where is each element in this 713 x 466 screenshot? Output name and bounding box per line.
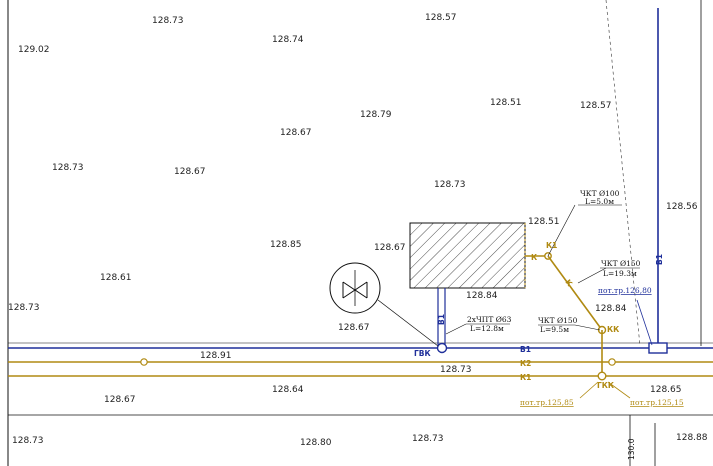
- bot2-leader: [579, 381, 599, 399]
- elevation-marks: 128.73 128.57 129.02 128.74 128.51 128.5…: [8, 13, 708, 448]
- k1-well-label: К1: [546, 241, 557, 250]
- b1-vertical-label: В1: [655, 254, 664, 265]
- pipe1-length: L=5.0м: [585, 197, 614, 206]
- bot1-leader: [636, 299, 653, 346]
- sewer-pipe-label: К: [563, 278, 574, 289]
- k-label: К: [531, 253, 538, 262]
- k2-line-label: К2: [520, 359, 531, 368]
- pipe3-title: ЧКТ Ø150: [538, 316, 578, 325]
- k2-well-left: [140, 358, 148, 366]
- elevation-mark: 128.74: [272, 35, 304, 45]
- pipe3-leader: [574, 324, 601, 331]
- pipe4-title: 2хЧПТ Ø63: [467, 315, 512, 324]
- elevation-mark: 128.67: [104, 395, 136, 405]
- elevation-mark: 128.88: [676, 433, 708, 443]
- property-line-dashed: [605, 0, 641, 347]
- pipe3-length: L=9.5м: [540, 325, 569, 334]
- pipe-bottom-elevation-3: пот.тр.125,15: [630, 398, 684, 407]
- elevation-mark: 128.73: [8, 303, 40, 313]
- gvk-well: [436, 342, 448, 354]
- elevation-mark: 129.02: [18, 45, 50, 55]
- elevation-mark: 128.73: [440, 365, 472, 375]
- pipe4-leader: [445, 323, 467, 335]
- elevation-mark: 128.79: [360, 110, 392, 120]
- pipe2-length: L=19.3м: [603, 269, 637, 278]
- elevation-mark: 128.57: [580, 101, 612, 111]
- elevation-mark: 128.65: [650, 385, 682, 395]
- bot3-leader: [607, 381, 631, 399]
- elevation-mark: 128.57: [425, 13, 457, 23]
- kk-label: КК: [607, 325, 620, 334]
- axis-mark: 130.0: [627, 438, 636, 460]
- water-meter-box: [648, 342, 668, 354]
- elevation-mark: 128.80: [300, 438, 332, 448]
- elevation-mark: 128.67: [174, 167, 206, 177]
- elevation-mark: 128.73: [412, 434, 444, 444]
- elevation-mark: 128.73: [52, 163, 84, 173]
- b1-line-label: В1: [520, 345, 531, 354]
- b1-pipe-label: В1: [437, 314, 446, 325]
- elevation-mark: 128.73: [12, 436, 44, 446]
- elevation-mark: 128.84: [466, 291, 498, 301]
- sewer-service-pipe: [547, 255, 603, 331]
- pipe2-leader: [577, 267, 607, 284]
- gkk-well: [597, 371, 607, 381]
- gkk-label: ГКК: [597, 381, 615, 390]
- valve-leader: [377, 299, 439, 347]
- elevation-mark: 128.64: [272, 385, 304, 395]
- pipe2-title: ЧКТ Ø150: [601, 259, 641, 268]
- elevation-mark: 128.61: [100, 273, 132, 283]
- elevation-mark: 128.73: [152, 16, 184, 26]
- elevation-mark: 128.51: [490, 98, 522, 108]
- gvk-label: ГВК: [414, 349, 431, 358]
- elevation-mark: 128.91: [200, 351, 232, 361]
- building-hatched: [409, 222, 526, 289]
- elevation-mark: 128.67: [338, 323, 370, 333]
- elevation-mark: 128.67: [280, 128, 312, 138]
- elevation-mark: 128.56: [666, 202, 698, 212]
- pipe1-leader: [547, 204, 576, 257]
- elevation-mark: 128.73: [434, 180, 466, 190]
- pipe1-title: ЧКТ Ø100: [580, 189, 620, 198]
- pipe4-length: L=12.8м: [470, 324, 504, 333]
- k2-well-right: [608, 358, 616, 366]
- pipe-bottom-elevation-2: пот.тр.125,85: [520, 398, 574, 407]
- pipe-bottom-elevation-1: пот.тр.126,80: [598, 286, 652, 295]
- elevation-mark: 128.85: [270, 240, 302, 250]
- elevation-mark: 128.84: [595, 304, 627, 314]
- k1-line-label: К1: [520, 373, 531, 382]
- elevation-mark: 128.51: [528, 217, 560, 227]
- elevation-mark: 128.67: [374, 243, 406, 253]
